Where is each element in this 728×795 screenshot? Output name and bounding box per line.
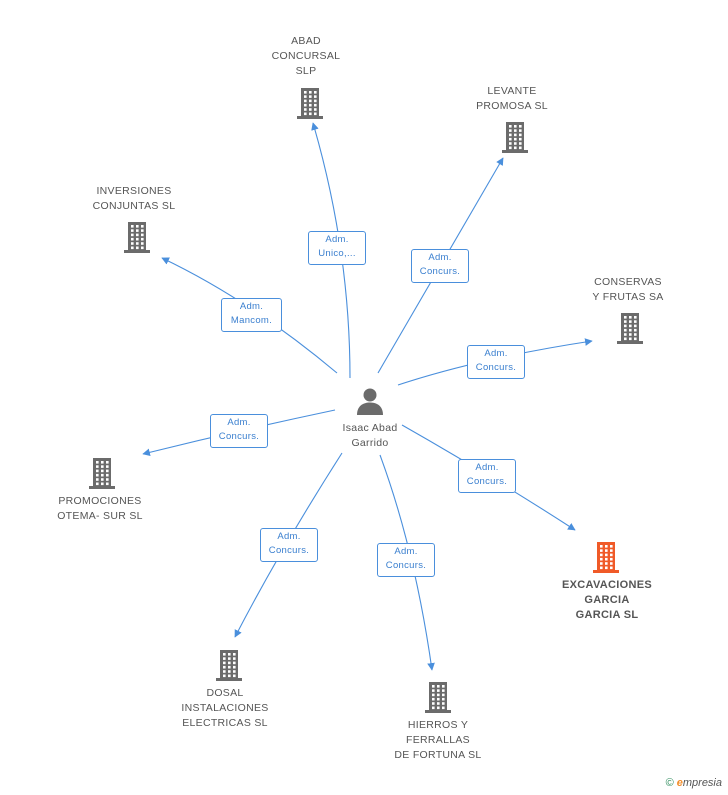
building-icon <box>297 88 323 119</box>
building-icon <box>124 222 150 253</box>
company-label-inversiones[interactable]: INVERSIONES CONJUNTAS SL <box>92 185 176 212</box>
role-label-abad: Adm. Unico,... <box>308 231 366 265</box>
role-label-promociones: Adm. Concurs. <box>210 414 268 448</box>
role-label-inversiones: Adm. Mancom. <box>221 298 282 332</box>
role-label-dosal: Adm. Concurs. <box>260 528 318 562</box>
building-icon <box>617 313 643 344</box>
company-node-levante[interactable] <box>500 120 530 159</box>
person-name: Isaac Abad Garrido <box>342 422 398 449</box>
company-node-excavaciones[interactable] <box>591 540 621 579</box>
company-node-hierros[interactable] <box>423 680 453 719</box>
footer-brand: © empresia <box>666 777 722 789</box>
person-node[interactable] <box>355 386 385 416</box>
building-icon <box>425 682 451 713</box>
company-label-excavaciones[interactable]: EXCAVACIONES GARCIA GARCIA SL <box>562 579 652 621</box>
copyright-icon: © <box>665 777 674 789</box>
role-label-excavaciones: Adm. Concurs. <box>458 459 516 493</box>
company-node-promociones[interactable] <box>87 456 117 495</box>
brand-logo-e: e <box>676 777 683 789</box>
company-node-abad[interactable] <box>295 86 325 125</box>
company-label-abad[interactable]: ABAD CONCURSAL SLP <box>271 35 341 77</box>
company-label-dosal[interactable]: DOSAL INSTALACIONES ELECTRICAS SL <box>181 687 269 729</box>
role-label-levante: Adm. Concurs. <box>411 249 469 283</box>
building-icon <box>216 650 242 681</box>
person-icon <box>357 388 383 415</box>
company-label-promociones[interactable]: PROMOCIONES OTEMA- SUR SL <box>57 495 143 522</box>
company-label-conservas[interactable]: CONSERVAS Y FRUTAS SA <box>592 276 664 303</box>
building-icon <box>502 122 528 153</box>
company-node-conservas[interactable] <box>615 311 645 350</box>
company-node-dosal[interactable] <box>214 648 244 687</box>
building-icon <box>593 542 619 573</box>
brand-name: mpresia <box>682 777 722 789</box>
building-icon <box>89 458 115 489</box>
company-label-hierros[interactable]: HIERROS Y FERRALLAS DE FORTUNA SL <box>394 719 482 761</box>
company-label-levante[interactable]: LEVANTE PROMOSA SL <box>476 85 548 112</box>
role-label-conservas: Adm. Concurs. <box>467 345 525 379</box>
role-label-hierros: Adm. Concurs. <box>377 543 435 577</box>
company-node-inversiones[interactable] <box>122 220 152 259</box>
